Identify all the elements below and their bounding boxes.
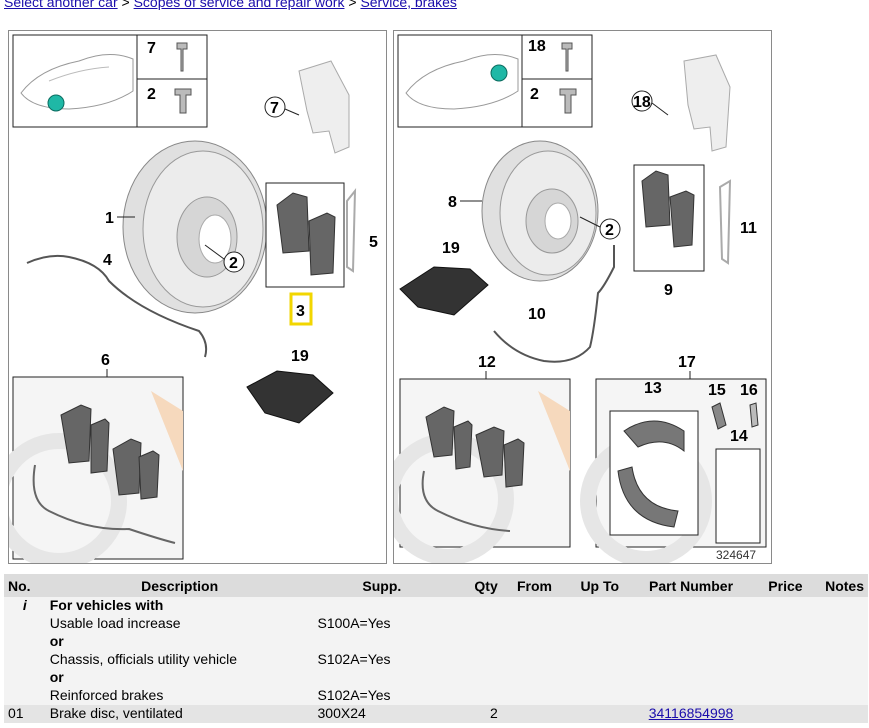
row-no: 01 bbox=[4, 705, 46, 723]
col-supp: Supp. bbox=[313, 574, 451, 597]
info-row: i For vehicles with bbox=[4, 597, 868, 615]
car-inset bbox=[397, 34, 593, 128]
breadcrumb-scopes-link[interactable]: Scopes of service and repair work bbox=[133, 0, 345, 10]
col-description: Description bbox=[45, 574, 314, 597]
breadcrumb: Select another car > Scopes of service a… bbox=[4, 0, 457, 10]
col-up-to: Up To bbox=[567, 574, 633, 597]
col-part-number: Part Number bbox=[632, 574, 750, 597]
condition-separator: or bbox=[4, 669, 868, 687]
condition-desc: Chassis, officials utility vehicle bbox=[45, 651, 314, 669]
kit-box bbox=[382, 378, 571, 565]
callout: 7 bbox=[270, 100, 279, 117]
callout: 5 bbox=[369, 234, 378, 251]
callout: 17 bbox=[678, 354, 696, 371]
highlight-box[interactable] bbox=[289, 292, 313, 326]
callout: 14 bbox=[730, 428, 748, 445]
car-inset bbox=[12, 34, 208, 128]
condition-row: Usable load increase S100A=Yes bbox=[4, 615, 868, 633]
image-number: 324647 bbox=[716, 548, 756, 562]
callout: 4 bbox=[103, 252, 112, 269]
callout: 13 bbox=[644, 380, 662, 397]
location-dot bbox=[490, 64, 508, 82]
breadcrumb-select-car-link[interactable]: Select another car bbox=[4, 0, 118, 10]
callout: 19 bbox=[291, 348, 309, 365]
callout: 2 bbox=[229, 255, 238, 272]
condition-separator: or bbox=[4, 633, 868, 651]
breadcrumb-separator: > bbox=[121, 0, 130, 10]
info-title: For vehicles with bbox=[45, 597, 314, 615]
col-from: From bbox=[501, 574, 568, 597]
condition-supp: S100A=Yes bbox=[313, 615, 451, 633]
callout: 2 bbox=[147, 86, 156, 103]
callout: 11 bbox=[740, 220, 757, 237]
col-qty: Qty bbox=[450, 574, 502, 597]
condition-desc: Usable load increase bbox=[45, 615, 314, 633]
kit-box bbox=[580, 378, 767, 567]
parts-table: No. Description Supp. Qty From Up To Par… bbox=[4, 574, 868, 723]
condition-desc: Reinforced brakes bbox=[45, 687, 314, 705]
callout: 18 bbox=[633, 94, 651, 111]
breadcrumb-service-brakes-link[interactable]: Service, brakes bbox=[360, 0, 457, 10]
condition-row: Chassis, officials utility vehicle S102A… bbox=[4, 651, 868, 669]
table-header: No. Description Supp. Qty From Up To Par… bbox=[4, 574, 868, 597]
callout: 12 bbox=[478, 354, 496, 371]
condition-supp: S102A=Yes bbox=[313, 651, 451, 669]
callout: 19 bbox=[442, 240, 460, 257]
col-notes: Notes bbox=[821, 574, 868, 597]
location-dot bbox=[47, 94, 65, 112]
condition-supp: S102A=Yes bbox=[313, 687, 451, 705]
callout: 8 bbox=[448, 194, 457, 211]
brake-disc bbox=[122, 140, 268, 314]
parts-diagram-left: 7 2 7 1 2 4 5 3 19 6 bbox=[0, 30, 387, 569]
row-qty: 2 bbox=[450, 705, 502, 723]
row-supp: 300X24 bbox=[313, 705, 451, 723]
breadcrumb-separator: > bbox=[348, 0, 357, 10]
part-number-link[interactable]: 34116854998 bbox=[648, 705, 734, 721]
col-price: Price bbox=[749, 574, 822, 597]
parts-diagram-right: 18 2 18 8 2 19 11 9 10 12 17 bbox=[382, 30, 772, 567]
info-icon: i bbox=[4, 597, 46, 615]
callout: 2 bbox=[605, 222, 614, 239]
callout: 6 bbox=[101, 352, 110, 369]
callout: 18 bbox=[528, 38, 546, 55]
callout: 2 bbox=[530, 86, 539, 103]
callout: 15 bbox=[708, 382, 726, 399]
brake-disc bbox=[481, 140, 599, 282]
row-desc: Brake disc, ventilated bbox=[45, 705, 314, 723]
callout: 1 bbox=[105, 210, 114, 227]
callout: 10 bbox=[528, 306, 546, 323]
callout: 9 bbox=[664, 282, 673, 299]
callout: 16 bbox=[740, 382, 758, 399]
table-row: 01 Brake disc, ventilated 300X24 2 34116… bbox=[4, 705, 868, 723]
condition-row: Reinforced brakes S102A=Yes bbox=[4, 687, 868, 705]
kit-box bbox=[0, 376, 184, 569]
col-no: No. bbox=[4, 574, 46, 597]
callout: 7 bbox=[147, 40, 156, 57]
callout-selected[interactable]: 3 bbox=[296, 303, 305, 320]
